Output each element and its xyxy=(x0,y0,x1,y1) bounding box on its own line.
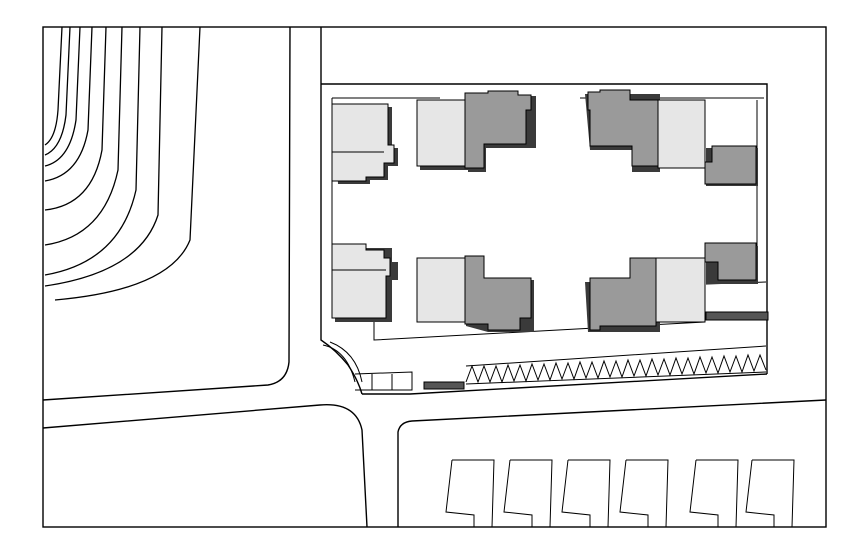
compound xyxy=(321,83,769,391)
compound-boundary xyxy=(321,83,768,374)
house-outline-5 xyxy=(689,459,739,528)
left-parcel-boundary xyxy=(42,26,291,401)
building-bottom-right-annex xyxy=(704,242,757,281)
house-row xyxy=(445,459,795,528)
fence-hatch-right xyxy=(705,311,769,321)
building-top-center-left-dark xyxy=(464,90,532,169)
building-top-left xyxy=(331,103,398,184)
building-top-right-dark xyxy=(587,89,659,167)
building-bottom-center-left xyxy=(416,255,534,332)
building-bottom-right-light xyxy=(655,257,706,323)
building-top-right-annex xyxy=(704,145,757,185)
road-network xyxy=(42,27,827,528)
road-edge-lower-left xyxy=(42,404,368,528)
house-outline-3 xyxy=(561,459,611,528)
building-top-right xyxy=(585,89,758,186)
building-bottom-right xyxy=(585,242,758,332)
building-bottom-left-roof xyxy=(331,243,391,319)
building-top-center-left xyxy=(416,90,536,172)
fence-hatch-left xyxy=(423,381,465,390)
plan-frame xyxy=(42,26,827,528)
contour-lines xyxy=(44,26,201,301)
road-edge-horizontal-top xyxy=(362,373,768,395)
courtyard-outline xyxy=(331,97,758,341)
building-top-center-left-light xyxy=(416,99,467,167)
building-top-right-light xyxy=(657,99,706,169)
house-outline-6 xyxy=(745,459,795,528)
lower-parcel-boundary xyxy=(397,399,827,527)
building-bottom-center-left-dark xyxy=(464,255,532,331)
house-outline-2 xyxy=(503,459,553,528)
house-outline-4 xyxy=(619,459,669,528)
road-edge-vertical xyxy=(320,27,363,395)
building-bottom-center-left-light xyxy=(416,257,467,323)
house-outline-1 xyxy=(445,459,495,528)
building-bottom-right-dark xyxy=(589,257,657,331)
zigzag-fence xyxy=(423,281,769,390)
building-top-left-roof xyxy=(331,103,395,182)
entrance-walls xyxy=(322,341,413,391)
terrain-parcel xyxy=(42,26,291,401)
building-bottom-left xyxy=(331,243,398,322)
